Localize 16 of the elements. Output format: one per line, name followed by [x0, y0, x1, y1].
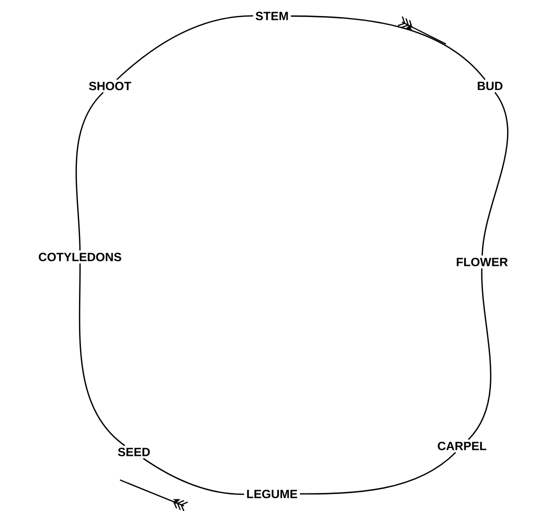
circle-arc	[482, 92, 508, 256]
circle-arc	[142, 458, 244, 495]
circle-arc	[76, 92, 104, 251]
stage-label: STEM	[253, 10, 291, 22]
stage-label: SHOOT	[86, 80, 134, 92]
stage-label: SEED	[116, 446, 152, 458]
circle-arc	[300, 452, 456, 495]
stage-label: LEGUME	[244, 488, 300, 500]
circle-arc	[116, 15, 254, 80]
stage-label: COTYLEDONS	[36, 250, 124, 264]
circle-arc	[78, 263, 126, 446]
stage-label: FLOWER	[454, 256, 510, 268]
stage-label: BUD	[475, 80, 505, 92]
circle-arc	[468, 268, 492, 440]
stage-label: CARPEL	[435, 440, 489, 452]
circle-arc	[290, 15, 486, 80]
